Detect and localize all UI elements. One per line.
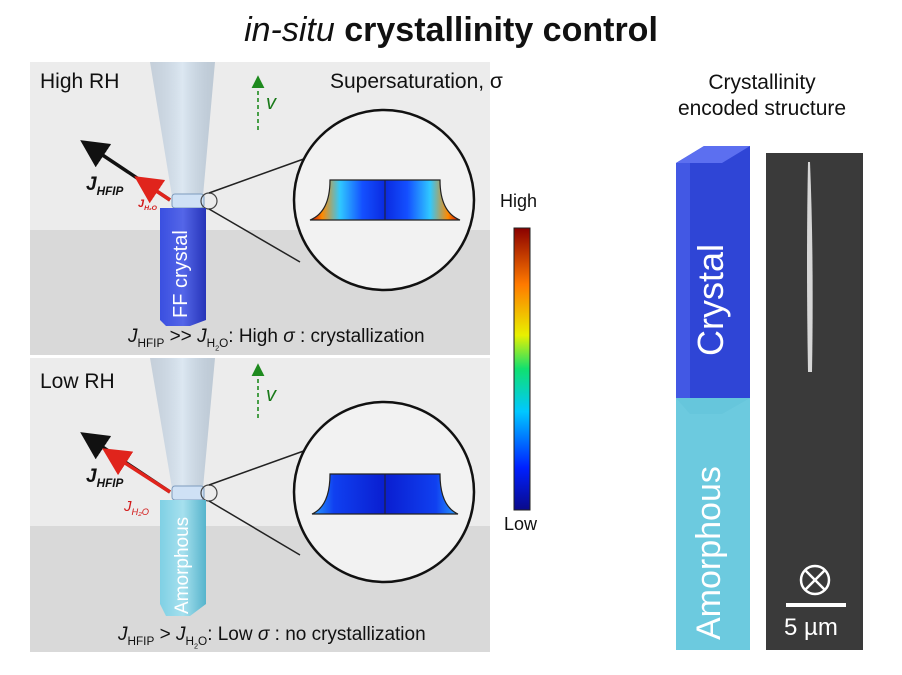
ff-crystal-label: FF crystal bbox=[170, 230, 192, 318]
j-h2o-symbol: J bbox=[138, 198, 145, 210]
nozzle-cone bbox=[150, 62, 215, 196]
crystal-side-face bbox=[676, 163, 690, 398]
eq-j2-sub: H bbox=[206, 336, 216, 350]
eq-j2-sub2: 2 bbox=[193, 641, 199, 651]
zoom-line-upper bbox=[208, 155, 313, 194]
fiber-in-micrograph bbox=[807, 162, 813, 372]
figure-title: in-situ crystallinity control bbox=[0, 10, 902, 50]
velocity-label: v bbox=[266, 92, 276, 114]
low-rh-label: Low RH bbox=[40, 370, 115, 393]
j-hfip-label: JHFIP bbox=[86, 174, 123, 198]
heading-line-1: Crystallinity bbox=[708, 71, 816, 94]
eq-sigma: σ bbox=[257, 624, 270, 645]
colorbar-high-label: High bbox=[500, 191, 538, 211]
micrograph bbox=[766, 153, 863, 650]
nozzle-cone bbox=[150, 358, 215, 488]
j-h2o-subscript: H₂O bbox=[131, 507, 150, 517]
crystal-label: Crystal bbox=[690, 243, 731, 356]
eq-j2: J bbox=[197, 326, 207, 347]
into-page-icon bbox=[799, 564, 831, 596]
j-h2o-label: JH₂O bbox=[124, 498, 149, 517]
eq-j1: J bbox=[128, 326, 138, 347]
j-hfip-subscript: HFIP bbox=[96, 184, 124, 198]
title-bold: crystallinity control bbox=[344, 11, 658, 49]
eq-rest: : no crystallization bbox=[269, 624, 426, 645]
right-panel bbox=[676, 146, 863, 650]
j-h2o-arrow bbox=[102, 448, 171, 494]
crystal-top-face bbox=[676, 146, 750, 163]
eq-rest: : crystallization bbox=[294, 326, 425, 347]
top-equation: JHFIP >> JH2O: High σ : crystallization bbox=[128, 326, 425, 352]
eq-j2: J bbox=[175, 624, 186, 645]
eq-after: : High bbox=[228, 326, 284, 347]
eq-relation: > bbox=[154, 624, 176, 645]
eq-j2-sub: H bbox=[185, 634, 194, 648]
ff-crystal-fiber bbox=[160, 208, 206, 326]
eq-j1: J bbox=[118, 624, 128, 645]
scale-bar bbox=[786, 603, 846, 607]
j-h2o-symbol: J bbox=[124, 498, 132, 515]
crystal-segment bbox=[676, 146, 750, 398]
right-panel-heading: Crystallinity encoded structure bbox=[632, 70, 892, 122]
meniscus bbox=[171, 193, 205, 209]
bottom-panel bbox=[30, 358, 490, 652]
j-hfip-label: JHFIP bbox=[86, 466, 123, 490]
eq-after: : Low bbox=[207, 624, 258, 645]
amorphous-fiber-label: Amorphous bbox=[172, 516, 193, 614]
eq-sigma: σ bbox=[283, 326, 295, 347]
colorbar-low-label: Low bbox=[504, 514, 538, 534]
j-h2o-arrow bbox=[134, 176, 171, 204]
eq-j2-sub3: O bbox=[198, 634, 208, 648]
j-hfip-symbol: J bbox=[86, 174, 97, 195]
heading-line-2: encoded structure bbox=[677, 97, 847, 120]
zoom-line-upper bbox=[208, 447, 313, 486]
eq-j2-sub2: 2 bbox=[215, 343, 220, 353]
j-hfip-symbol: J bbox=[86, 466, 97, 487]
velocity-label: v bbox=[266, 384, 276, 406]
amorphous-fiber bbox=[160, 500, 206, 616]
meniscus bbox=[171, 485, 205, 501]
high-rh-label: High RH bbox=[40, 70, 120, 93]
title-italic: in-situ bbox=[244, 11, 335, 49]
eq-j2-sub3: O bbox=[219, 336, 229, 350]
j-h2o-subscript: H₂O bbox=[144, 205, 157, 213]
amorphous-label: Amorphous bbox=[690, 466, 728, 640]
supersaturation-label: Supersaturation, σ bbox=[330, 70, 503, 93]
top-panel bbox=[30, 62, 490, 355]
zoom-line-lower bbox=[208, 208, 301, 263]
colorbar bbox=[513, 227, 531, 511]
eq-relation: >> bbox=[164, 326, 198, 347]
zoom-line-lower bbox=[208, 500, 301, 556]
bottom-equation: JHFIP > JH2O: Low σ : no crystallization bbox=[118, 624, 426, 650]
j-h2o-label: JH₂O bbox=[138, 198, 157, 212]
eq-j1-sub: HFIP bbox=[137, 336, 165, 350]
j-hfip-subscript: HFIP bbox=[96, 476, 124, 490]
amorphous-body bbox=[676, 398, 750, 650]
eq-j1-sub: HFIP bbox=[127, 634, 155, 648]
scale-bar-label: 5 µm bbox=[784, 614, 838, 641]
